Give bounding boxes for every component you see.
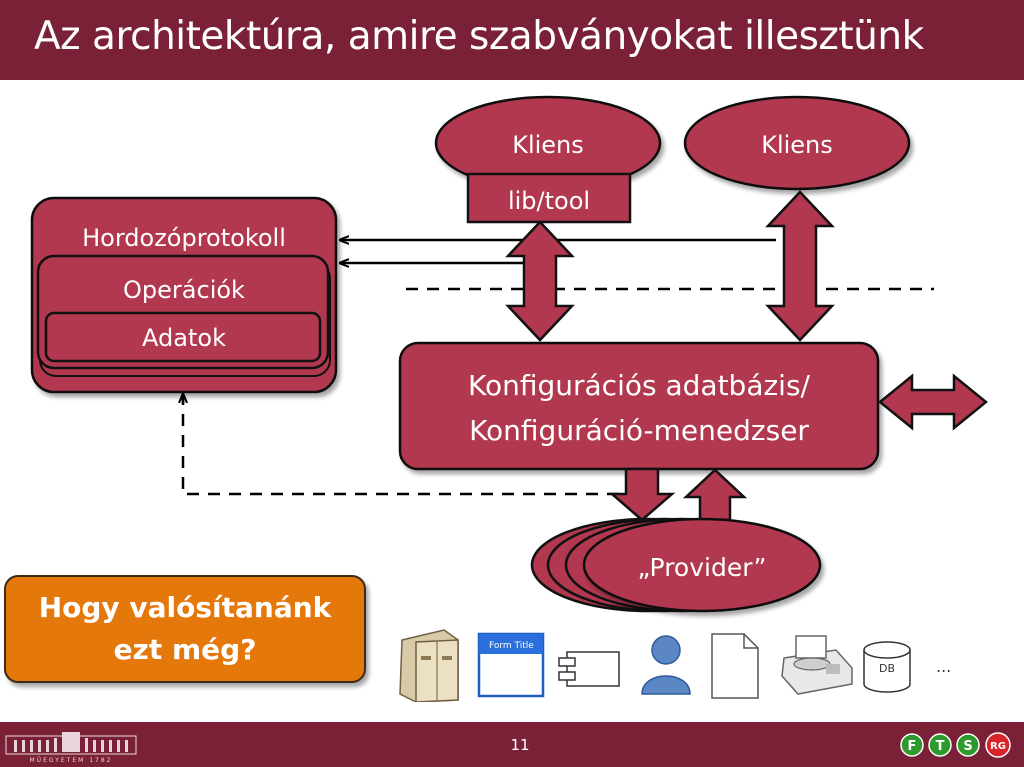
svg-text:T: T (936, 739, 945, 754)
double-arrow-lib-config (505, 220, 575, 342)
question-box: Hogy valósítanánk ezt még? (4, 575, 366, 683)
slide-title: Az architektúra, amire szabványokat ille… (34, 14, 924, 59)
resource-icons: Form Title DB ... (399, 629, 951, 702)
provider-ellipse (582, 517, 822, 613)
question-line1: Hogy valósítanánk (38, 591, 332, 624)
config-label-line1: Konfigurációs adatbázis/ (468, 369, 811, 402)
data-label: Adatok (142, 324, 226, 352)
form-window-icon: Form Title (477, 632, 545, 698)
client-right-label: Kliens (761, 131, 833, 159)
more-ellipsis: ... (936, 657, 951, 676)
protocol-stack: Hordozóprotokoll Operációk Adatok (30, 196, 338, 394)
double-arrow-client-config (765, 190, 835, 342)
title-bar: Az architektúra, amire szabványokat ille… (0, 0, 1024, 80)
logo-f-icon: F (900, 733, 924, 757)
user-icon (641, 635, 691, 695)
question-line2: ezt még? (113, 633, 257, 666)
provider-stack: „Provider” (530, 517, 822, 613)
svg-text:S: S (963, 739, 972, 754)
footer-bar (0, 722, 1024, 767)
logo-s-icon: S (956, 733, 980, 757)
double-arrow-external (878, 373, 988, 431)
document-icon (711, 633, 759, 699)
database-icon: DB (863, 641, 911, 693)
component-icon (558, 651, 620, 687)
data-box (44, 311, 322, 363)
client-right: Kliens (683, 95, 911, 191)
protocol-label: Hordozóprotokoll (82, 224, 286, 252)
lib-tool-label: lib/tool (508, 187, 590, 215)
config-box (398, 341, 880, 471)
architecture-diagram: Hordozóprotokoll Operációk Adatok Kliens… (30, 95, 988, 613)
config-database: Konfigurációs adatbázis/ Konfiguráció-me… (398, 341, 880, 471)
provider-label: „Provider” (638, 553, 767, 582)
lib-tool-box (466, 172, 632, 224)
page-number: 11 (510, 736, 530, 754)
fax-icon (781, 635, 853, 695)
fts-rg-logos: F T S RG (900, 732, 1011, 758)
arrow-provider-to-config (682, 468, 748, 522)
form-title-text: Form Title (489, 641, 534, 651)
client-right-ellipse (683, 95, 911, 191)
client-left-label: Kliens (512, 131, 584, 159)
operations-label: Operációk (123, 276, 245, 304)
svg-text:RG: RG (990, 741, 1006, 752)
university-logo: MŰEGYETEM 1782 (5, 732, 137, 764)
dashed-feedback-line (181, 396, 640, 496)
arrow-config-to-provider (608, 467, 676, 522)
db-label: DB (879, 662, 895, 675)
client-left: Kliens lib/tool (434, 95, 662, 224)
config-label-line2: Konfiguráció-menedzser (469, 414, 809, 447)
svg-text:F: F (908, 739, 917, 754)
server-icon (399, 629, 459, 702)
university-caption: MŰEGYETEM 1782 (30, 757, 113, 764)
logo-t-icon: T (928, 733, 952, 757)
logo-rg-icon: RG (985, 732, 1011, 758)
